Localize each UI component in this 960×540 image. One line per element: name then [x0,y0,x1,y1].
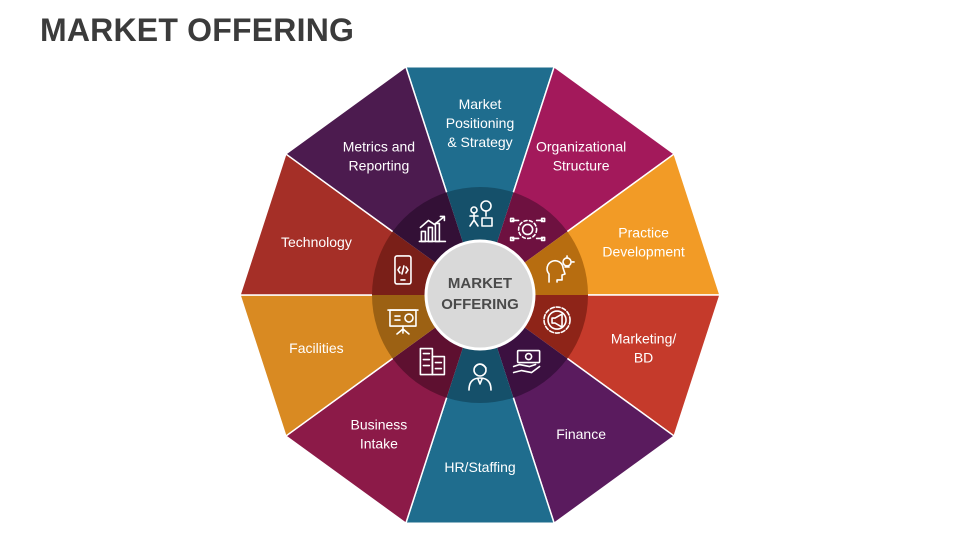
label-business-intake-line-2: Intake [360,436,398,452]
label-marketing-bd-line-2: BD [634,350,653,366]
center-label-line-1: MARKET [448,275,512,292]
label-organizational-structure-line-1: Organizational [536,138,626,154]
label-practice-development-line-1: Practice [618,224,669,240]
label-market-positioning-line-3: & Strategy [447,134,512,150]
label-market-positioning-line-2: Positioning [446,115,515,131]
label-organizational-structure-line-2: Structure [553,157,610,173]
center-label-line-2: OFFERING [441,296,519,313]
label-facilities: Facilities [289,340,343,356]
strategy-icon [469,200,493,227]
money-hand-icon [512,349,541,374]
label-marketing-bd-line-1: Marketing/ [611,331,676,347]
buildings-icon [419,347,446,376]
smartphone-code-icon [394,255,412,285]
label-practice-development-line-2: Development [602,243,685,259]
label-facilities-line-1: Facilities [289,340,343,356]
label-business-intake-line-1: Business [350,417,407,433]
idea-head-icon [546,255,575,283]
label-finance: Finance [556,426,606,442]
label-market-positioning-line-1: Market [459,96,502,112]
megaphone-gear-icon [543,306,571,334]
bar-chart-icon [418,215,447,243]
segment-icons [387,200,575,391]
network-gear-icon [509,217,546,242]
label-hr-staffing-line-1: HR/Staffing [444,459,515,475]
center-circle [424,239,536,351]
label-metrics-reporting-line-2: Reporting [349,157,410,173]
label-finance-line-1: Finance [556,426,606,442]
label-metrics-reporting-line-1: Metrics and [343,138,415,154]
presentation-board-icon [387,309,419,335]
label-technology: Technology [281,234,352,250]
label-marketing-bd: Marketing/BD [611,331,676,366]
slide-title: MARKET OFFERING [40,12,355,48]
label-technology-line-1: Technology [281,234,352,250]
label-hr-staffing: HR/Staffing [444,459,515,475]
center-hub: MARKET OFFERING [424,239,536,351]
person-icon [468,363,492,391]
